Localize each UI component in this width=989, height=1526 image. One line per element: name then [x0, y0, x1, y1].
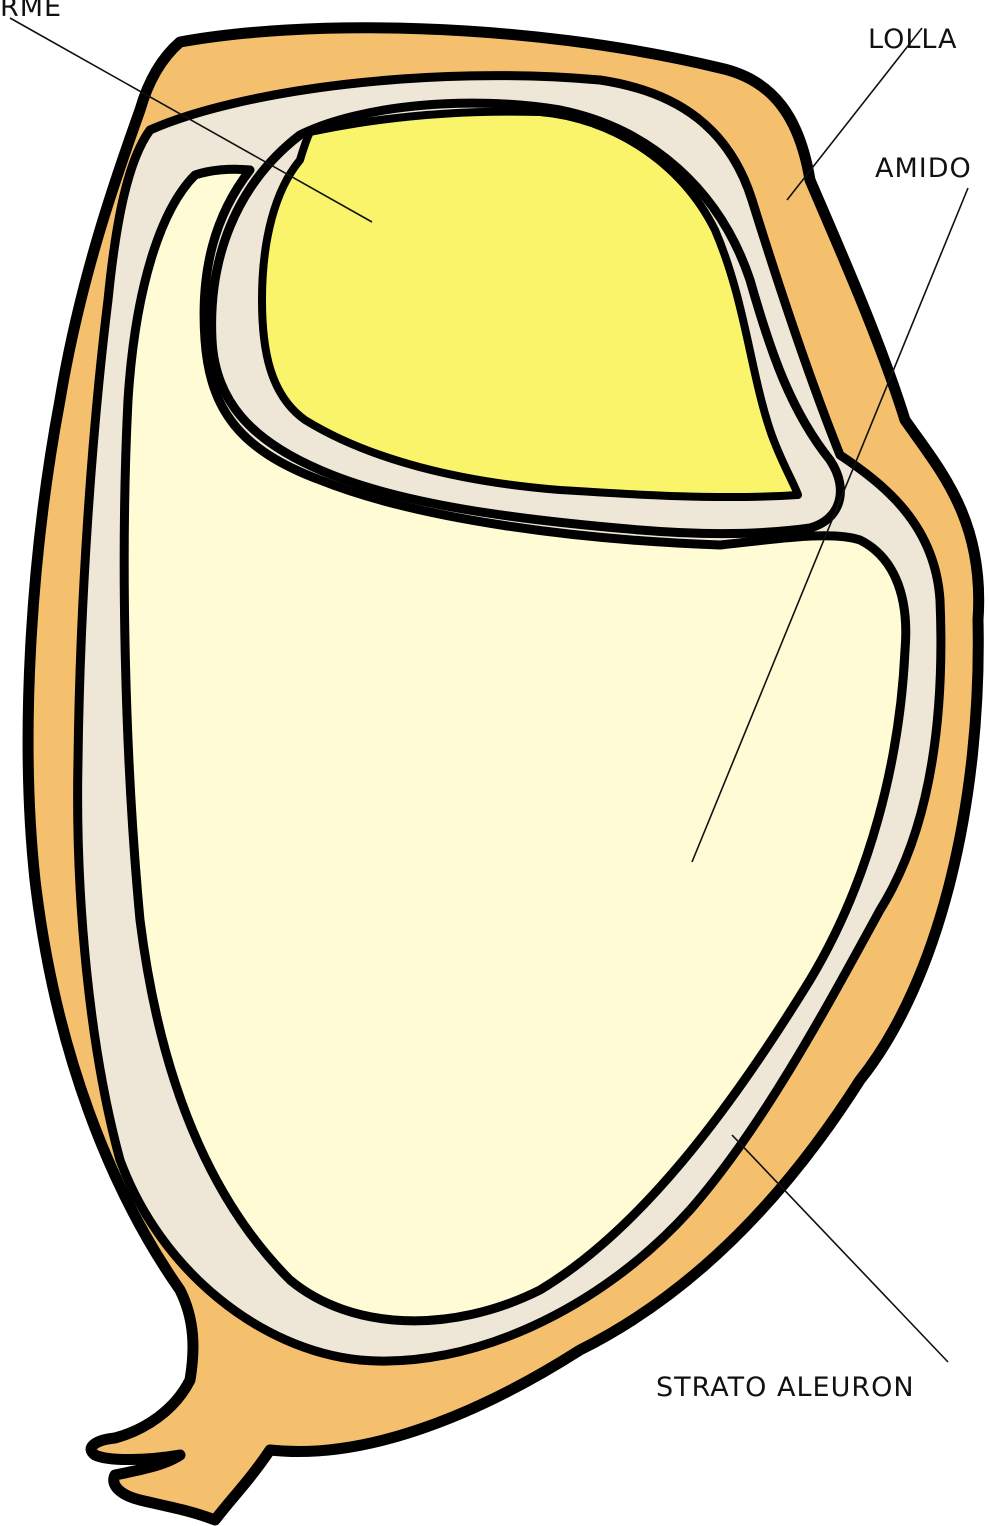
- label-germe: RME: [0, 0, 62, 23]
- label-strato-aleurone: STRATO ALEURON: [656, 1372, 915, 1403]
- label-amido: AMIDO: [875, 153, 972, 184]
- label-lolla: LOLLA: [868, 24, 958, 55]
- leader-line-strato-aleurone: [732, 1135, 948, 1362]
